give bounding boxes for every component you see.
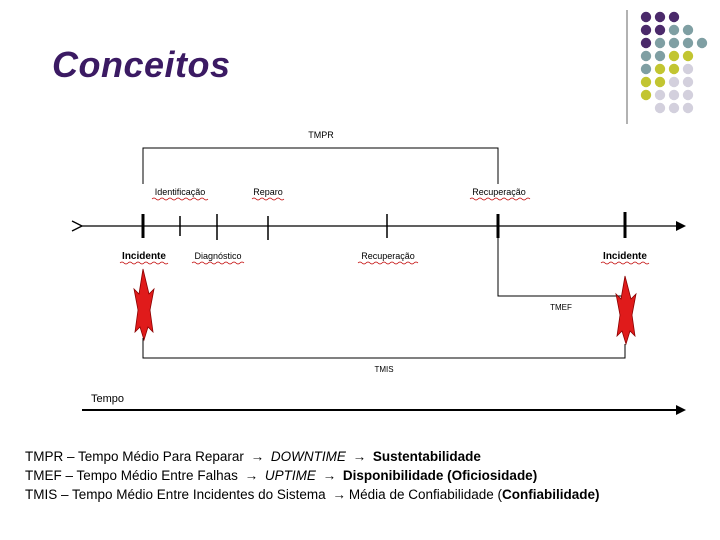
label-reparo: Reparo xyxy=(253,187,283,197)
label-incidente-left: Incidente xyxy=(122,251,166,262)
tmef-bracket xyxy=(497,238,625,297)
tmis-definition: TMIS – Tempo Médio Entre Incidentes do S… xyxy=(25,487,326,502)
confiabilidade-result: Confiabilidade) xyxy=(502,487,600,502)
decor-dot xyxy=(654,76,666,88)
tempo-label: Tempo xyxy=(91,393,124,405)
decor-dot xyxy=(640,50,652,62)
decor-dot xyxy=(640,37,652,49)
decor-dot xyxy=(654,11,666,23)
tempo-arrowhead xyxy=(676,405,686,415)
decor-dot xyxy=(640,76,652,88)
decor-dot xyxy=(682,37,694,49)
tmef-label: TMEF xyxy=(550,303,572,312)
decor-dot xyxy=(682,76,694,88)
decor-dot xyxy=(640,89,652,101)
decor-dot xyxy=(668,37,680,49)
arrow-icon: → xyxy=(244,468,259,483)
spellcheck-squiggle xyxy=(357,261,419,265)
decor-dot xyxy=(668,11,680,23)
decor-dot xyxy=(668,89,680,101)
decor-dot xyxy=(682,50,694,62)
spellcheck-squiggle xyxy=(469,197,531,201)
spellcheck-squiggle xyxy=(600,261,650,265)
tmef-definition: TMEF – Tempo Médio Entre Falhas xyxy=(25,468,238,483)
sustentabilidade-result: Sustentabilidade xyxy=(372,449,481,464)
spellcheck-squiggle xyxy=(151,197,209,201)
timeline-start-arrow xyxy=(71,220,83,232)
label-recuperacao-bottom: Recuperação xyxy=(361,251,415,261)
decor-dot xyxy=(682,89,694,101)
spellcheck-squiggle xyxy=(191,261,245,265)
decor-dot xyxy=(654,63,666,75)
tmpr-bracket xyxy=(142,147,499,184)
decor-dot xyxy=(654,50,666,62)
uptime-term: UPTIME xyxy=(264,468,316,483)
decor-dot xyxy=(682,24,694,36)
tmpr-definition: TMPR – Tempo Médio Para Reparar xyxy=(25,449,244,464)
decor-dot xyxy=(654,37,666,49)
tmpr-label: TMPR xyxy=(308,130,334,140)
arrow-icon: → xyxy=(352,449,367,464)
decor-dot xyxy=(640,11,652,23)
slide-title: Conceitos xyxy=(52,44,231,85)
decor-dot xyxy=(654,24,666,36)
spellcheck-squiggle xyxy=(119,261,169,265)
timeline-end-arrowhead xyxy=(676,221,686,231)
decor-dot xyxy=(668,24,680,36)
definition-tmef: TMEF – Tempo Médio Entre Falhas → UPTIME… xyxy=(25,466,600,485)
spellcheck-squiggle xyxy=(251,197,285,201)
decor-dot xyxy=(668,63,680,75)
decor-dot xyxy=(640,63,652,75)
timeline-diagram-svg: TMPR Identificação Reparo Recuperação In… xyxy=(71,130,686,415)
label-incidente-right: Incidente xyxy=(603,251,647,262)
decor-dot xyxy=(682,102,694,114)
decor-dot xyxy=(682,63,694,75)
definition-tmis: TMIS – Tempo Médio Entre Incidentes do S… xyxy=(25,485,600,504)
decor-dot xyxy=(696,37,708,49)
label-diagnostico: Diagnóstico xyxy=(194,251,241,261)
decor-dot xyxy=(668,50,680,62)
definitions-legend: TMPR – Tempo Médio Para Reparar → DOWNTI… xyxy=(25,447,600,504)
disponibilidade-result: Disponibilidade (Oficiosidade) xyxy=(342,468,538,483)
downtime-term: DOWNTIME xyxy=(270,449,346,464)
arrow-icon: → xyxy=(332,487,346,502)
media-confiabilidade-term: Média de Confiabilidade ( xyxy=(348,487,503,502)
timeline-diagram: TMPR Identificação Reparo Recuperação In… xyxy=(24,124,695,428)
decor-dot xyxy=(668,76,680,88)
label-identificacao: Identificação xyxy=(155,187,206,197)
arrow-icon: → xyxy=(250,449,265,464)
tmis-label: TMIS xyxy=(374,365,393,374)
decor-dot xyxy=(654,102,666,114)
decor-dot xyxy=(640,24,652,36)
tmis-bracket xyxy=(142,338,626,359)
label-recuperacao-top: Recuperação xyxy=(472,187,526,197)
definition-tmpr: TMPR – Tempo Médio Para Reparar → DOWNTI… xyxy=(25,447,600,466)
decor-dot xyxy=(668,102,680,114)
arrow-icon: → xyxy=(322,468,337,483)
incident-star-right xyxy=(615,275,637,346)
decor-dot xyxy=(654,89,666,101)
incident-star-left xyxy=(133,268,155,342)
